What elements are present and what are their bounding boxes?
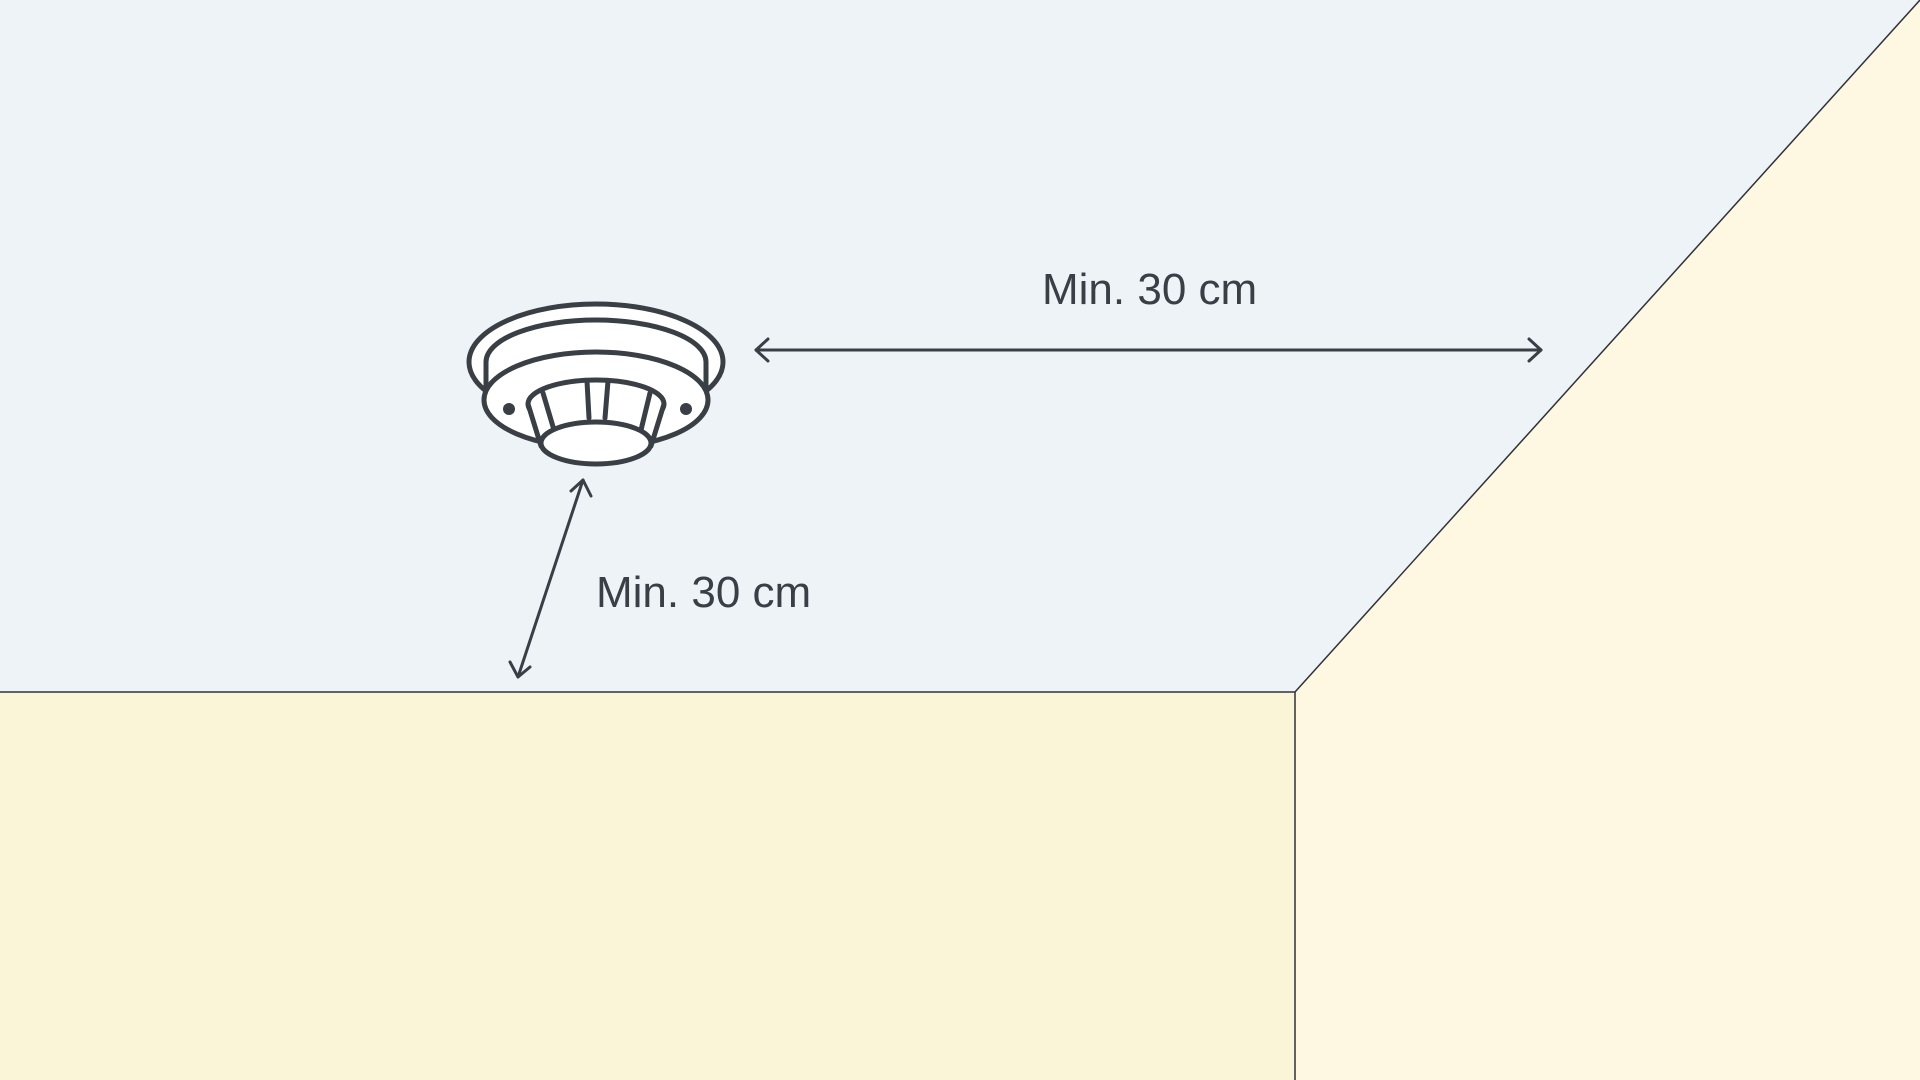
double-arrow-horizontal-icon <box>754 337 1543 363</box>
horizontal-distance-label: Min. 30 cm <box>1042 265 1257 314</box>
side-wall <box>1295 0 1920 1080</box>
corner-edge-diagonal <box>1294 0 1920 693</box>
front-wall <box>0 692 1295 1080</box>
vertical-distance-label: Min. 30 cm <box>596 568 811 617</box>
double-arrow-diagonal-icon <box>508 478 593 679</box>
smoke-detector-icon <box>466 301 726 467</box>
